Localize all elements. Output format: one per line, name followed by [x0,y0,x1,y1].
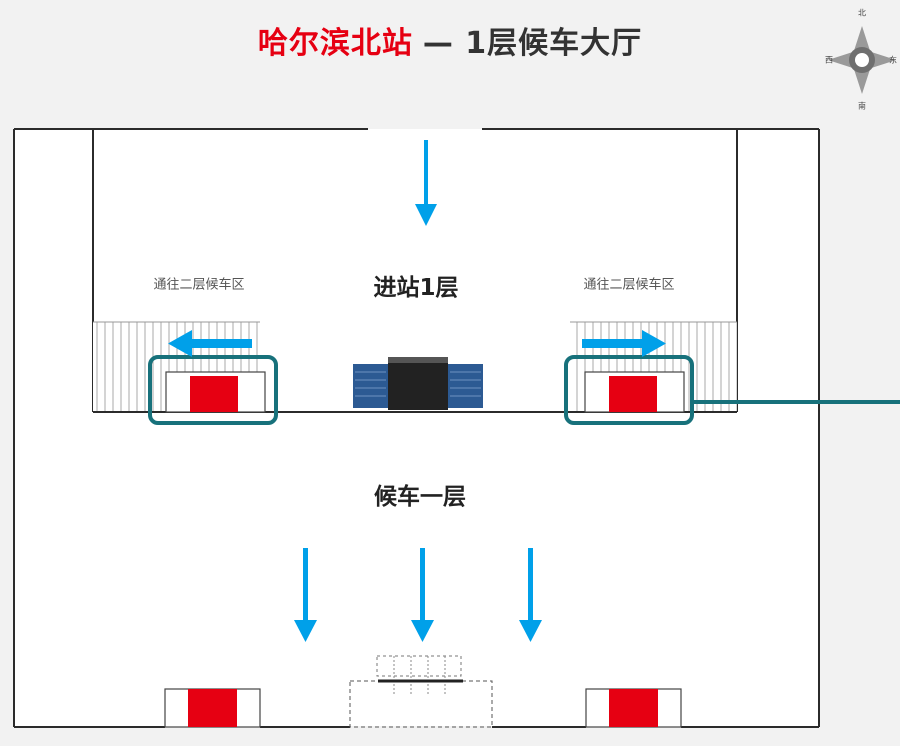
compass-icon [828,26,896,94]
security-check-machine [353,357,483,410]
red-gate-left-lower [188,689,237,727]
station-name: 哈尔滨北站 [257,26,413,61]
gate-right-lower [585,688,682,728]
compass-south: 南 [858,101,866,111]
compass-west: 西 [825,55,833,65]
arrow-left-to-stairs [168,330,252,357]
hall-name: — 1层候车大厅 [422,26,643,61]
arrow-waiting-down-3 [519,548,542,642]
bottom-exit-area [349,655,493,728]
red-gate-left-upper [190,376,238,412]
gate-right-upper [584,371,685,413]
gate-left-lower [164,688,261,728]
label-waiting-floor: 候车一层 [374,484,466,510]
label-to-second-floor-right: 通往二层候车区 [583,277,675,293]
highlight-box-right [564,355,694,425]
page-title: 哈尔滨北站 — 1层候车大厅 [0,18,900,62]
compass-east: 东 [889,55,897,65]
arrow-entrance-down [415,140,437,226]
red-gate-right-lower [609,689,658,727]
compass-north: 北 [858,8,866,18]
gate-left-upper [165,371,266,413]
arrow-right-to-stairs [582,330,666,357]
outer-walls [13,128,820,728]
arrow-waiting-down-1 [294,548,317,642]
label-to-second-floor-left: 通往二层候车区 [153,277,245,293]
red-gate-right-upper [609,376,657,412]
building-floor [14,129,819,726]
label-entrance-floor: 进站1层 [373,275,459,301]
highlight-box-left [148,355,278,425]
arrow-waiting-down-2 [411,548,434,642]
